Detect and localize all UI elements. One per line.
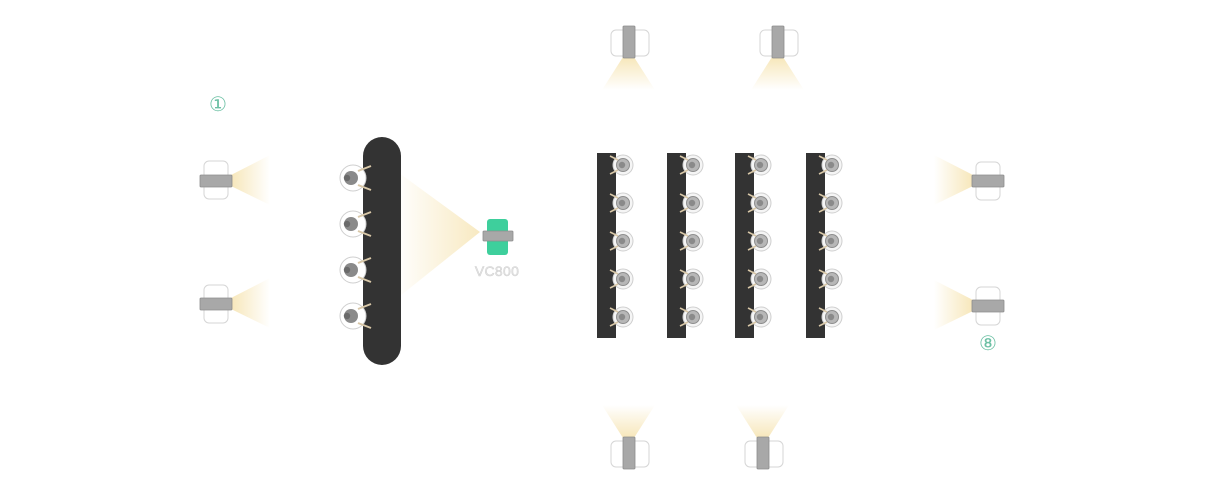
speaker-camera-left-1: [199, 155, 270, 205]
audience-chair: [679, 306, 704, 328]
presenter-table: [363, 137, 401, 365]
camera-label-start: ①: [209, 92, 227, 116]
audience-chair: [818, 306, 843, 328]
speaker-camera-bottom-2: [736, 405, 789, 470]
audience-chair: [747, 230, 772, 252]
audience-chair: [747, 154, 772, 176]
audience-chair: [609, 154, 634, 176]
audience-chair: [818, 268, 843, 290]
audience-chair: [679, 192, 704, 214]
audience-chair: [818, 154, 843, 176]
speaker-camera-right-1: [934, 155, 1005, 205]
audience-chair: [609, 268, 634, 290]
speaker-camera-top-2: [751, 25, 804, 90]
speaker-camera-top-1: [602, 25, 655, 90]
audience-table-row-1: [597, 153, 634, 338]
center-device-label: VC800: [474, 263, 520, 280]
audience-chair: [609, 230, 634, 252]
audience-table-row-3: [735, 153, 772, 338]
audience-chair: [818, 230, 843, 252]
audience-chair: [747, 306, 772, 328]
audience-chair: [609, 306, 634, 328]
presenter-seat: [339, 256, 372, 284]
audience-chair: [679, 154, 704, 176]
audience-chair: [747, 268, 772, 290]
audience-chair: [679, 230, 704, 252]
audience-chair: [609, 192, 634, 214]
presenter-seat: [339, 302, 372, 330]
audience-chair: [747, 192, 772, 214]
presenter-seat: [339, 210, 372, 238]
speaker-camera-left-2: [199, 278, 270, 328]
speaker-camera-bottom-1: [602, 405, 655, 470]
audience-table-row-4: [806, 153, 843, 338]
presenter-seat: [339, 164, 372, 192]
camera-label-end: ⑧: [979, 331, 997, 355]
audience-chair: [679, 268, 704, 290]
center-camera-view-cone: [395, 170, 480, 300]
audience-table-row-2: [667, 153, 704, 338]
center-device: [482, 219, 514, 255]
speaker-camera-right-2: [934, 280, 1005, 330]
audience-chair: [818, 192, 843, 214]
